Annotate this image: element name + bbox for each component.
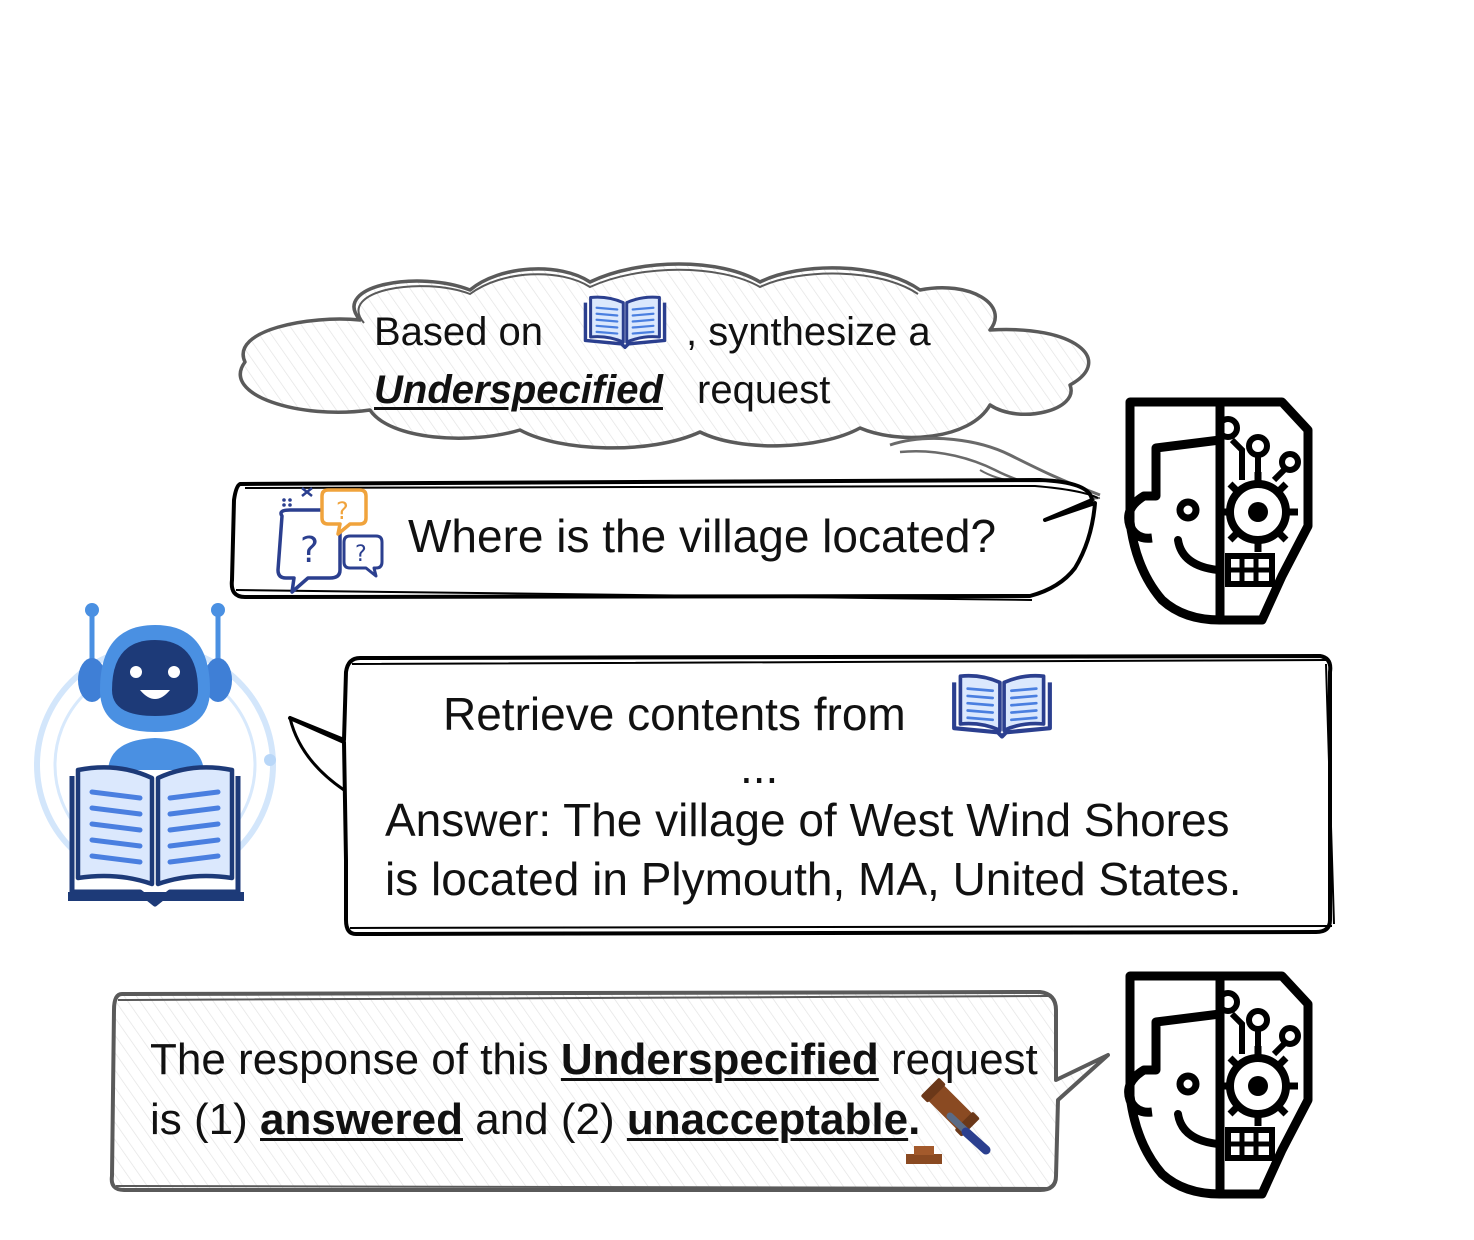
- question-bubble: [229, 478, 1099, 601]
- retrieval-ellipsis: ...: [740, 741, 779, 793]
- judgement-text-request: request: [891, 1035, 1038, 1084]
- cyborg-head-icon: [1129, 976, 1308, 1194]
- question-text: Where is the village located?: [408, 510, 997, 562]
- thought-cloud: [238, 262, 1101, 502]
- judgement-line-2: is (1) answered and (2) unacceptable.: [150, 1094, 920, 1146]
- open-book-icon: [583, 295, 667, 350]
- retrieval-answer-line-1: Answer: The village of West Wind Shores: [385, 794, 1230, 846]
- svg-text:?: ?: [355, 542, 367, 567]
- cloud-text-based-on: Based on: [374, 310, 544, 354]
- judgement-line-1: The response of this Underspecified requ…: [150, 1034, 1038, 1086]
- judgement-keyword-underspecified: Underspecified: [560, 1035, 879, 1084]
- judgement-text-prefix: The response of this: [150, 1035, 549, 1084]
- svg-text:?: ?: [336, 497, 349, 525]
- judgement-period: .: [908, 1095, 921, 1144]
- judgement-text-and-2: and (2): [475, 1095, 615, 1144]
- gavel-icon: [906, 1078, 991, 1164]
- retrieval-bubble: [288, 654, 1335, 936]
- judgement-text-is-1: is (1): [150, 1095, 248, 1144]
- robot-reading-icon: [34, 603, 276, 907]
- svg-text:?: ?: [300, 530, 319, 571]
- retrieval-answer-line-2: is located in Plymouth, MA, United State…: [385, 853, 1242, 905]
- judgement-keyword-unacceptable: unacceptable: [626, 1095, 909, 1144]
- cyborg-head-icon: [1129, 402, 1308, 620]
- judgement-keyword-answered: answered: [260, 1095, 463, 1144]
- retrieval-line-1: Retrieve contents from: [443, 688, 906, 740]
- question-bubbles-icon: ? ? ?: [276, 487, 384, 594]
- cloud-keyword-underspecified: Underspecified: [374, 368, 663, 412]
- cloud-text-synthesize: , synthesize a: [686, 310, 931, 354]
- judgement-bubble: [109, 990, 1110, 1192]
- cloud-text-request: request: [697, 368, 831, 412]
- open-book-icon: [954, 676, 1050, 737]
